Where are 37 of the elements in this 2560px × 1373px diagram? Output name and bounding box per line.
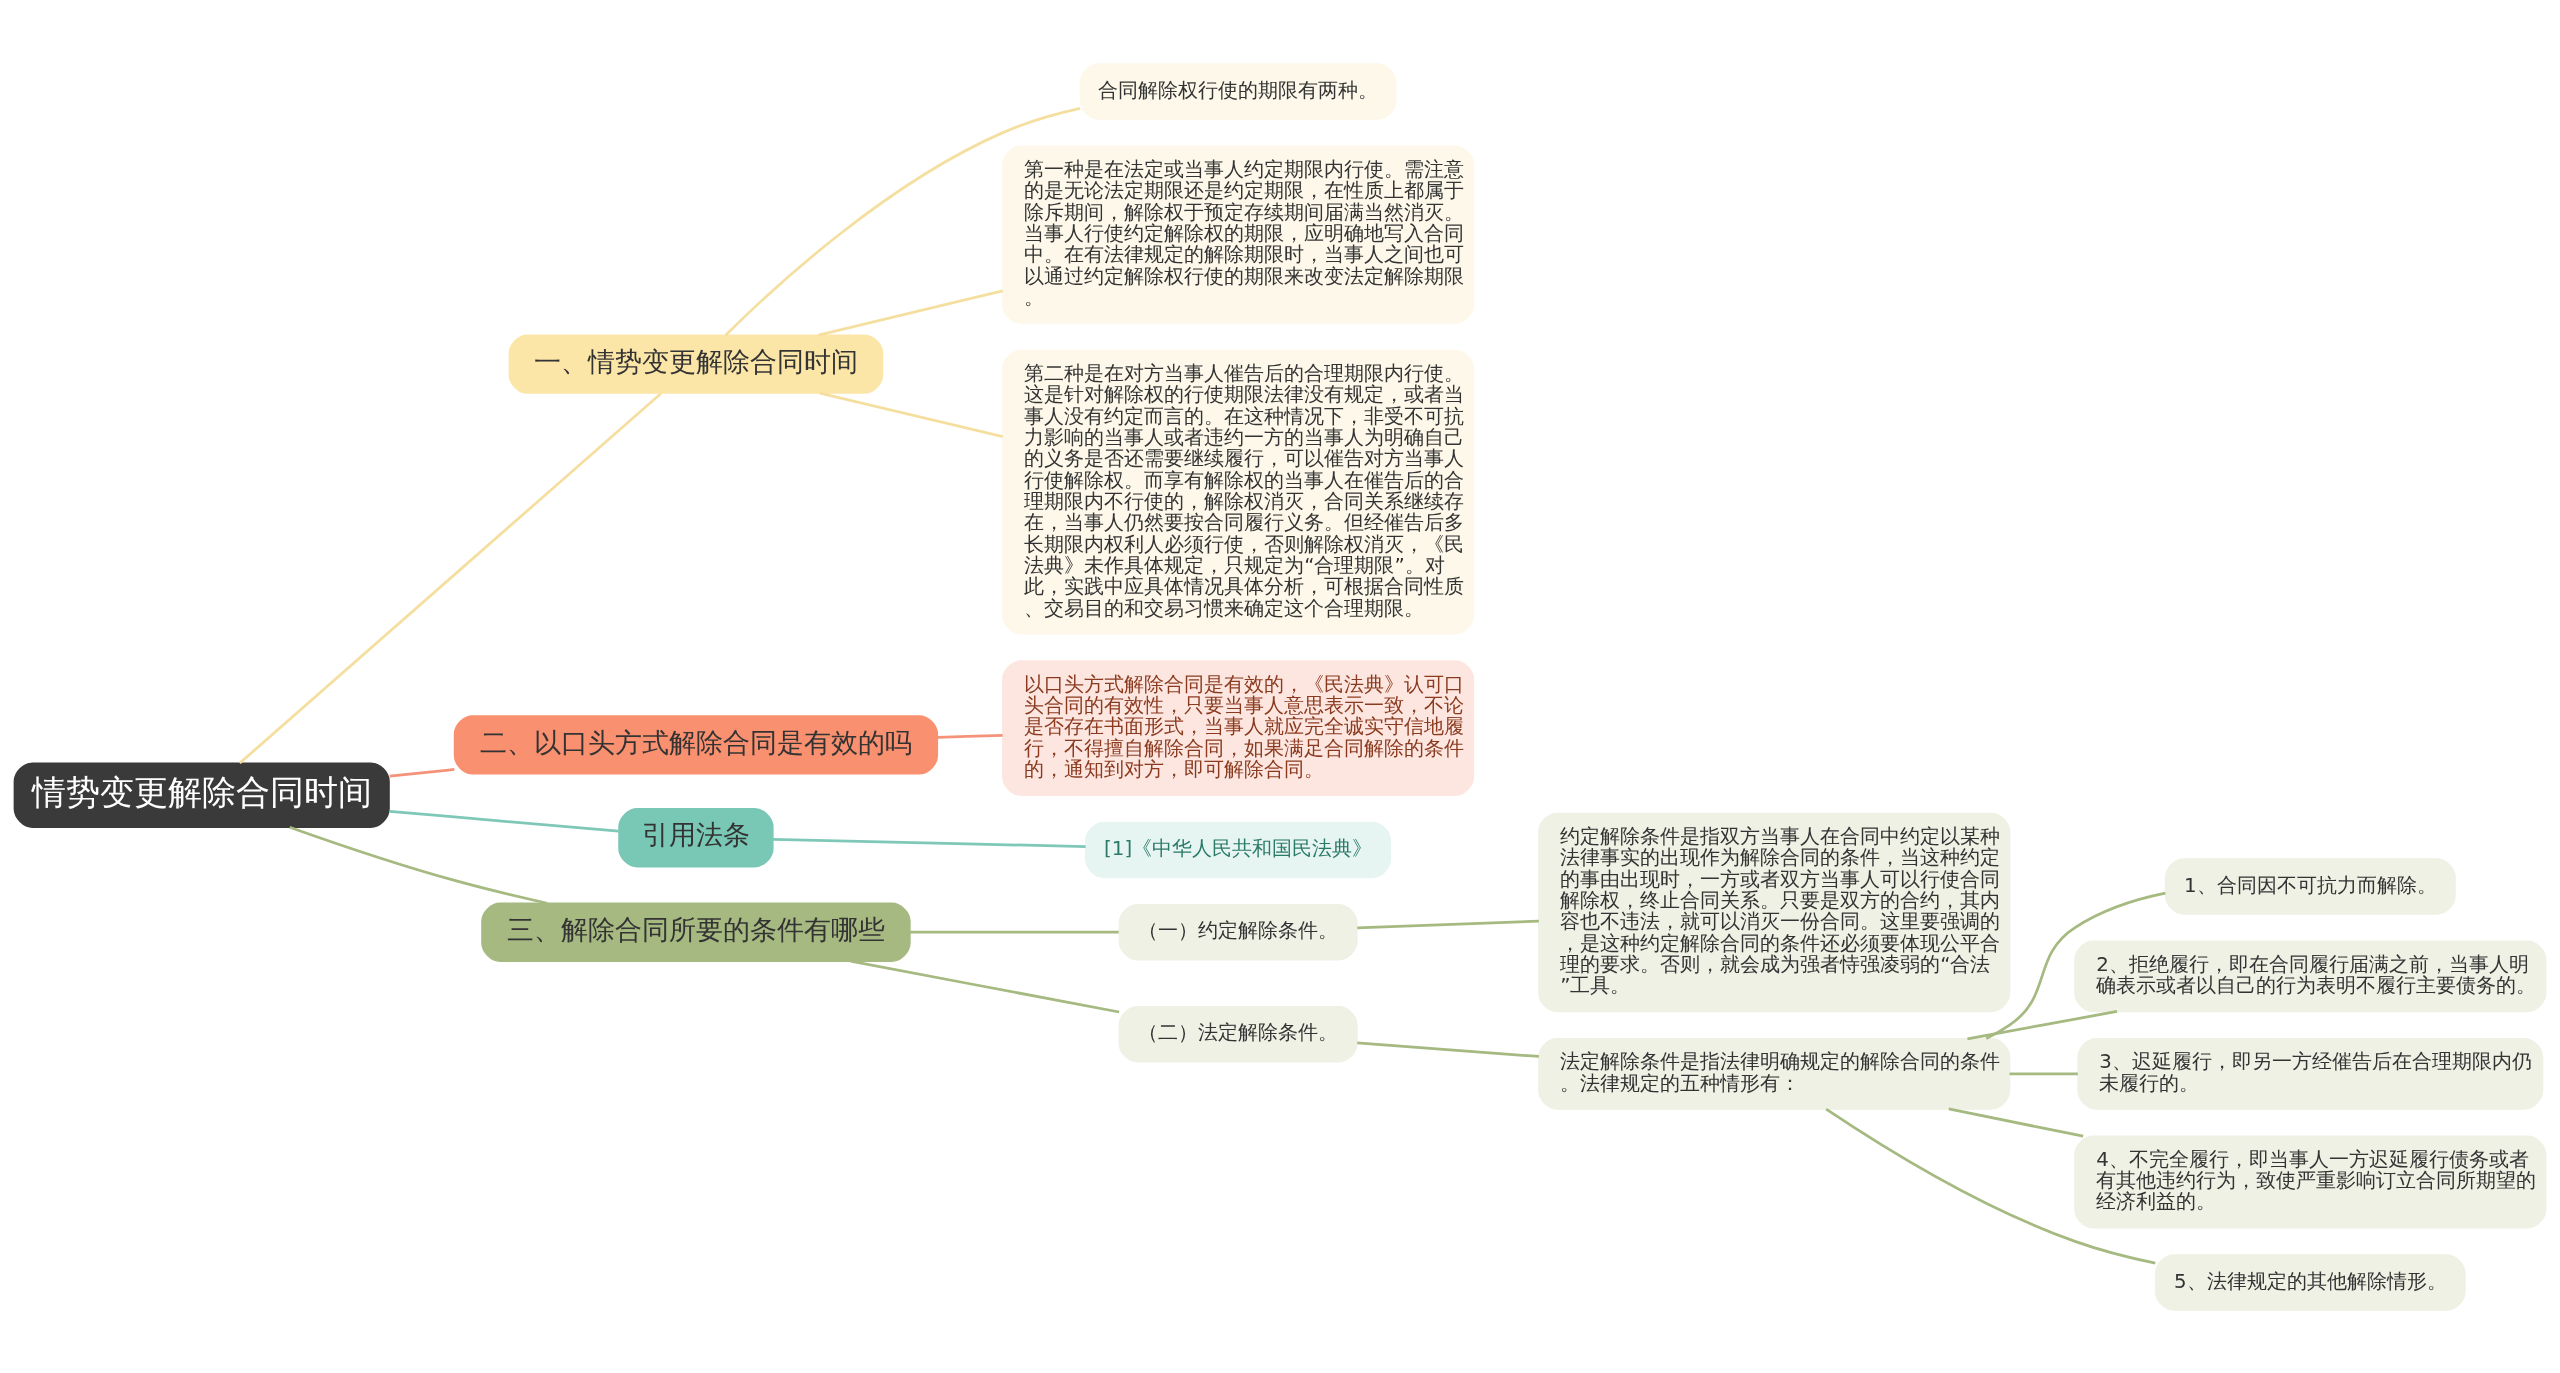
node-box: 一、情势变更解除合同时间 [508,333,884,394]
connector [1948,1107,2084,1138]
node-box: 5、法律规定的其他解除情形。 [2154,1253,2466,1311]
connector [724,106,1081,336]
connector [937,733,1003,739]
node-box: 1、合同因不可抗力而解除。 [2164,857,2456,915]
connector [850,959,1120,1013]
connector [389,767,455,777]
connector [818,289,1004,336]
connector [289,825,548,905]
connector [238,391,662,764]
connector [2009,1071,2078,1075]
connector [1825,1107,2156,1264]
node-box: 法定解除条件是指法律明确规定的解除合同的条件。法律规定的五种情形有： [1538,1037,2011,1110]
node-box: 4、不完全履行，即当事人一方迟延履行债务或者有其他违约行为，致使严重影响订立合同所期望的经济利益的。 [2074,1135,2547,1228]
node-box: 2、拒绝履行，即在合同履行届满之前，当事人明确表示或者以自己的行为表明不履行主要债务的。 [2074,940,2547,1012]
node-box: （一）约定解除条件。 [1118,903,1358,960]
node-box: 合同解除权行使的期限有两种。 [1079,62,1397,120]
node-box: 3、迟延履行，即另一方经催告后在合理期限内仍未履行的。 [2077,1037,2544,1110]
node-box: [1]《中华人民共和国民法典》 [1085,821,1392,878]
node-box: 二、以口头方式解除合同是有效的吗 [453,714,939,775]
connector [1967,1009,2118,1040]
connector [1357,919,1539,929]
connector [1357,1041,1539,1058]
node-box: 第二种是在对方当事人催告后的合理期限内行使。这是针对解除权的行使期限法律没有规定，或者当事人没有约定而言的。在这种情况下，非受不可抗力影响的当事人或者违约一方的当事人为明确自己的义务是否还需要继续履行，可以催告对方当事人行使解除权。而享有解除权的当事人在催告后的合理期限内不行使的，解除权消灭，合同关系继续存在，当事人仍然要按合同履行义务。但经催告后多长期限内权利人必须行使，否则解除权消灭，《民法典》未作具体规定，只规定为“合理期限”。对此，实践中应具体情况具体分析，可根据合同性质、交易目的和交易习惯来确定这个合理期限。 [1002,349,1475,634]
connector [910,930,1119,934]
connector [772,837,1086,848]
node-box: 以口头方式解除合同是有效的，《民法典》认可口头合同的有效性，只要当事人意思表示一致，不论是否存在书面形式，当事人就应完全诚实守信地履行，不得擅自解除合同，如果满足合同解除的条件的，通知到对方，即可解除合同。 [1002,659,1475,796]
node-box: 约定解除条件是指双方当事人在合同中约定以某种法律事实的出现作为解除合同的条件，当这种约定的事由出现时，一方或者双方当事人可以行使合同解除权，终止合同关系。只要是双方的合约，其内容也不违法，就可以消灭一份合同。这里要强调的，是这种约定解除合同的条件还必须要体现公平合理的要求。否则，就会成为强者恃强凌弱的“合法”工具。 [1538,812,2011,1012]
connector [389,809,619,833]
connector [819,391,1004,438]
node-box: 引用法条 [618,807,774,867]
node-box: 三、解除合同所要的条件有哪些 [481,902,911,962]
node-box: 情势变更解除合同时间 [13,761,390,828]
node-box: 第一种是在法定或当事人约定期限内行使。需注意的是无论法定期限还是约定期限，在性质上都属于除斥期间，解除权于预定存续期间届满当然消灭。当事人行使约定解除权的期限，应明确地写入合同中。在有法律规定的解除期限时，当事人之间也可以通过约定解除权行使的期限来改变法定解除期限。 [1002,145,1475,324]
node-box: （二）法定解除条件。 [1118,1005,1358,1062]
connector [1985,891,2166,1040]
